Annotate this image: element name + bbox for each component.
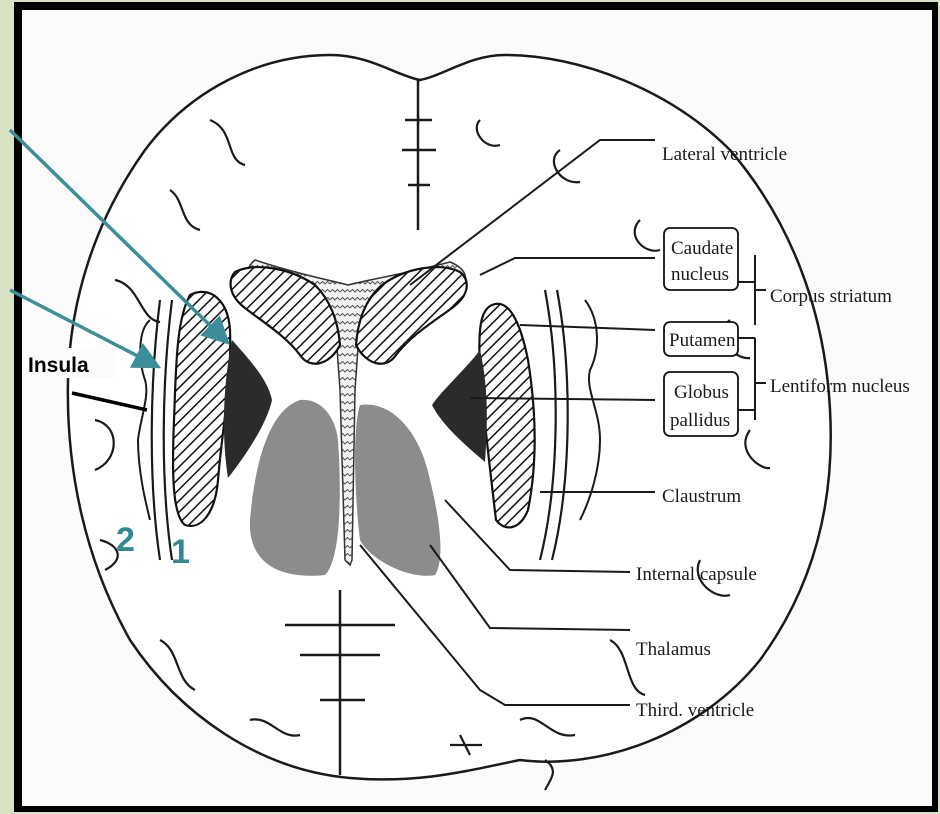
label-insula: Insula: [28, 354, 89, 377]
label-putamen: Putamen: [669, 330, 736, 351]
label-caudate-2: nucleus: [671, 264, 729, 285]
label-lateral-ventricle: Lateral ventricle: [662, 144, 787, 165]
label-corpus-striatum: Corpus striatum: [770, 286, 892, 307]
label-caudate-1: Caudate: [671, 238, 733, 259]
marker-1: 1: [171, 533, 190, 571]
label-globus-2: pallidus: [670, 410, 730, 431]
marker-2: 2: [116, 521, 135, 559]
label-third-ventricle: Third. ventricle: [636, 700, 754, 721]
label-thalamus: Thalamus: [636, 639, 711, 660]
label-internal-capsule: Internal capsule: [636, 564, 757, 585]
label-claustrum: Claustrum: [662, 486, 741, 507]
label-globus-1: Globus: [674, 382, 729, 403]
label-lentiform-nucleus: Lentiform nucleus: [770, 376, 910, 397]
